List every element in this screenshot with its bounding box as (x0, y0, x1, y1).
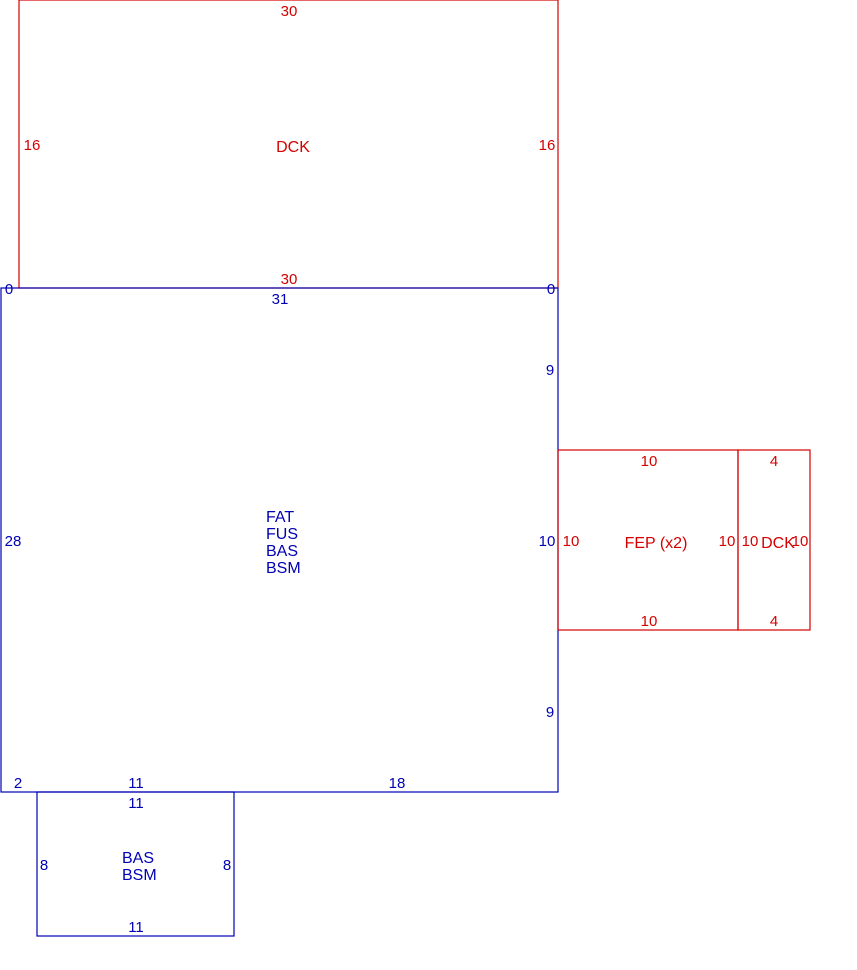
main-label-line-2: FUS (266, 526, 298, 543)
main-dim-right-lower: 9 (546, 704, 554, 721)
fep-dim-top: 10 (641, 453, 658, 470)
deck-top-dim-bottom: 30 (281, 271, 298, 288)
main-dim-bottom-left: 2 (14, 775, 22, 792)
deck-top-dim-left: 16 (24, 137, 41, 154)
main-dim-right-mid: 10 (539, 533, 556, 550)
deck-top-dim-top: 30 (281, 3, 298, 20)
deck-right-dim-top: 4 (770, 453, 778, 470)
deck-top-label: DCK (276, 139, 310, 156)
main-label-line-4: BSM (266, 560, 301, 577)
deck-right-dim-bottom: 4 (770, 613, 778, 630)
deck-top-dim-corner-left: 0 (5, 281, 13, 298)
deck-top-dim-corner-right: 0 (547, 281, 555, 298)
basement-area: BAS BSM 11 11 8 8 (36, 791, 235, 937)
fep-dim-bottom: 10 (641, 613, 658, 630)
deck-right-dim-right: 10 (792, 533, 809, 550)
deck-right-dim-left: 10 (742, 533, 759, 550)
main-dim-top: 31 (272, 291, 289, 308)
basement-dim-left: 8 (40, 857, 48, 874)
fep-label: FEP (x2) (625, 535, 688, 552)
deck-right-outline (737, 449, 811, 631)
main-area: FAT FUS BAS BSM 31 28 9 10 9 2 11 18 (0, 287, 559, 793)
fep-area: FEP (x2) 10 10 10 10 (557, 449, 739, 631)
fep-dim-right: 10 (719, 533, 736, 550)
basement-label-line-1: BAS (122, 850, 154, 867)
deck-right-label: DCK (761, 535, 795, 552)
main-dim-bottom-mid: 11 (128, 775, 144, 792)
basement-outline (36, 791, 235, 937)
basement-dim-right: 8 (223, 857, 231, 874)
main-dim-right-upper: 9 (546, 362, 554, 379)
main-label-line-1: FAT (266, 509, 294, 526)
main-dim-left: 28 (5, 533, 22, 550)
main-label-line-3: BAS (266, 543, 298, 560)
deck-top-dim-right: 16 (539, 137, 556, 154)
basement-label-line-2: BSM (122, 867, 157, 884)
deck-top-area: DCK 30 30 16 16 0 0 (5, 0, 559, 298)
basement-dim-top: 11 (128, 795, 144, 812)
fep-dim-left: 10 (563, 533, 580, 550)
deck-right-area: DCK 4 4 10 10 (737, 449, 811, 631)
basement-dim-bottom: 11 (128, 919, 144, 936)
main-dim-bottom-right: 18 (389, 775, 406, 792)
